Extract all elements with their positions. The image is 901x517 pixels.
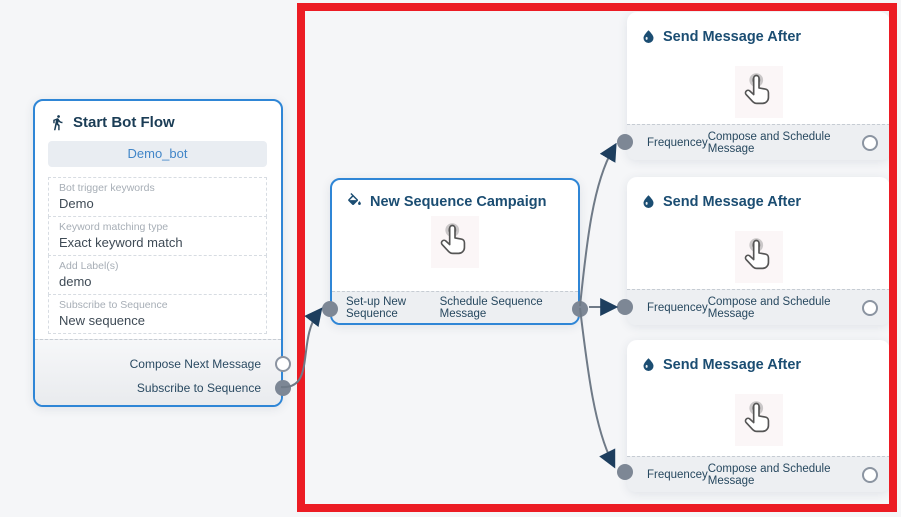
hand-pointer-cursor-icon[interactable] (734, 66, 783, 118)
port-compose-schedule-output[interactable] (862, 299, 878, 316)
footer-label-setup-new-sequence[interactable]: Set-up New Sequence (346, 295, 407, 320)
bot-name-button[interactable]: Demo_bot (48, 141, 267, 167)
send-message-after-node-1[interactable]: Send Message After Frequencey Compose an… (617, 12, 890, 160)
port-compose-next-message[interactable] (275, 356, 291, 372)
field-subscribe-to-sequence[interactable]: Subscribe to Sequence New sequence (48, 294, 267, 334)
footer-label-frequency[interactable]: Frequencey (647, 136, 708, 149)
field-add-labels[interactable]: Add Label(s) demo (48, 255, 267, 295)
field-label: Keyword matching type (59, 221, 169, 233)
water-drop-icon (641, 356, 656, 373)
field-label: Add Label(s) (59, 260, 119, 272)
footer-label-frequency[interactable]: Frequencey (647, 468, 708, 481)
field-keyword-matching-type[interactable]: Keyword matching type Exact keyword matc… (48, 216, 267, 256)
port-subscribe-to-sequence[interactable] (275, 380, 291, 396)
start-node-header: Start Bot Flow (35, 101, 281, 135)
send-node-footer: Frequencey Compose and Schedule Message (627, 289, 890, 325)
send-message-after-node-3[interactable]: Send Message After Frequencey Compose an… (617, 340, 890, 492)
start-node-fields: Bot trigger keywords Demo Keyword matchi… (48, 177, 267, 334)
field-bot-trigger-keywords[interactable]: Bot trigger keywords Demo (48, 177, 267, 217)
output-label-compose-next-message: Compose Next Message (129, 357, 261, 371)
field-value: Exact keyword match (59, 235, 183, 250)
start-bot-flow-node[interactable]: Start Bot Flow Demo_bot Bot trigger keyw… (33, 99, 291, 407)
water-drop-icon (641, 28, 656, 45)
field-value: New sequence (59, 313, 145, 328)
field-label: Subscribe to Sequence (59, 299, 168, 311)
footer-label-schedule-sequence-message[interactable]: Schedule Sequence Message (439, 295, 543, 320)
sequence-node-footer: Set-up New Sequence Schedule Sequence Me… (332, 291, 578, 323)
hand-pointer-cursor-icon[interactable] (431, 216, 479, 268)
send-node-header: Send Message After (627, 12, 890, 45)
output-label-subscribe-to-sequence: Subscribe to Sequence (136, 381, 261, 395)
port-frequency-input[interactable] (617, 299, 633, 315)
port-compose-schedule-output[interactable] (862, 466, 878, 483)
send-node-header: Send Message After (627, 177, 890, 210)
field-value: Demo (59, 196, 94, 211)
send-node-footer: Frequencey Compose and Schedule Message (627, 124, 890, 160)
send-node-title: Send Message After (663, 28, 802, 45)
send-node-footer: Frequencey Compose and Schedule Message (627, 456, 890, 492)
hand-pointer-cursor-icon[interactable] (734, 231, 783, 283)
field-value: demo (59, 274, 92, 289)
water-drop-icon (641, 193, 656, 210)
new-sequence-campaign-node[interactable]: New Sequence Campaign Set-up New Sequenc… (322, 178, 588, 325)
send-node-header: Send Message After (627, 340, 890, 373)
field-label: Bot trigger keywords (59, 182, 155, 194)
red-highlight-frame (297, 3, 897, 512)
walking-person-icon (49, 114, 66, 131)
sequence-node-title: New Sequence Campaign (370, 193, 547, 210)
port-compose-schedule-output[interactable] (862, 134, 878, 151)
start-node-title: Start Bot Flow (73, 114, 175, 131)
port-sequence-input[interactable] (322, 301, 338, 317)
sequence-node-header: New Sequence Campaign (332, 180, 578, 210)
start-node-footer (35, 339, 281, 405)
send-message-after-node-2[interactable]: Send Message After Frequencey Compose an… (617, 177, 890, 325)
footer-label-frequency[interactable]: Frequencey (647, 301, 708, 314)
footer-label-compose-and-schedule[interactable]: Compose and Schedule Message (707, 130, 831, 155)
hand-pointer-cursor-icon[interactable] (734, 394, 783, 446)
send-node-title: Send Message After (663, 356, 802, 373)
footer-label-compose-and-schedule[interactable]: Compose and Schedule Message (707, 462, 831, 487)
port-frequency-input[interactable] (617, 464, 633, 480)
paint-bucket-icon (346, 193, 363, 210)
footer-label-compose-and-schedule[interactable]: Compose and Schedule Message (707, 295, 831, 320)
port-frequency-input[interactable] (617, 134, 633, 150)
send-node-title: Send Message After (663, 193, 802, 210)
